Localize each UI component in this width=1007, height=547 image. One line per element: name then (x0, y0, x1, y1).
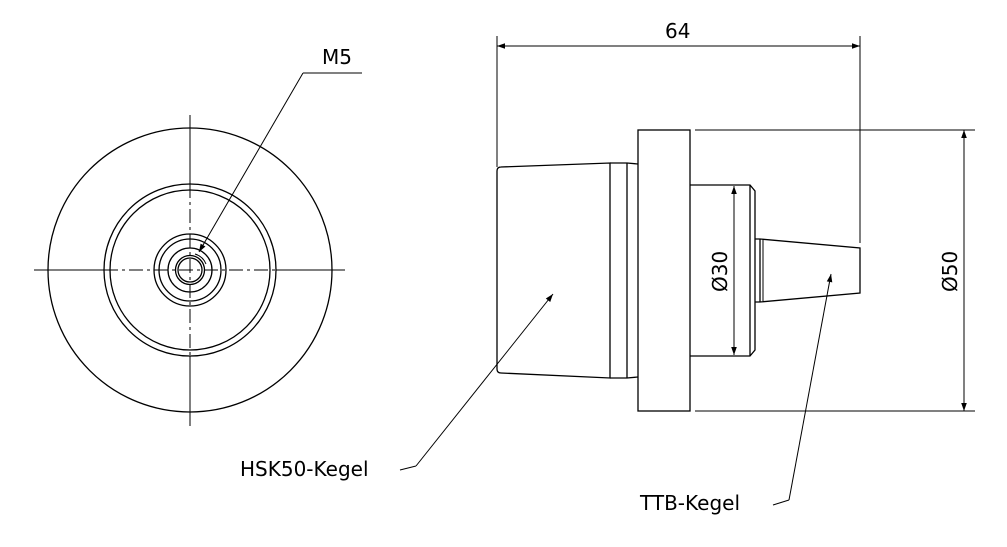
ttb-leader-line (788, 273, 833, 501)
shaft (690, 184, 756, 357)
hsk-label: HSK50-Kegel (240, 457, 369, 481)
dim30-label: Ø30 (708, 251, 732, 292)
side-view: 64 Ø30 Ø50 HSK50-Kegel TTB-Kegel (240, 19, 975, 515)
hsk-cone (496, 162, 611, 379)
ttb-taper (755, 238, 861, 303)
front-view: M5 (34, 45, 362, 426)
dim50-label: Ø50 (938, 251, 962, 292)
bore-circle (177, 257, 203, 283)
m5-label: M5 (322, 45, 352, 69)
ttb-label: TTB-Kegel (639, 491, 740, 515)
flange (637, 129, 691, 412)
hsk-leader-hook (399, 465, 417, 471)
dim64-label: 64 (665, 19, 690, 43)
thread-arc (194, 253, 207, 265)
m5-leader-line (198, 72, 304, 253)
hsk-neck (610, 162, 639, 379)
ttb-leader-hook (772, 499, 790, 506)
hsk-leader-line (415, 293, 554, 467)
